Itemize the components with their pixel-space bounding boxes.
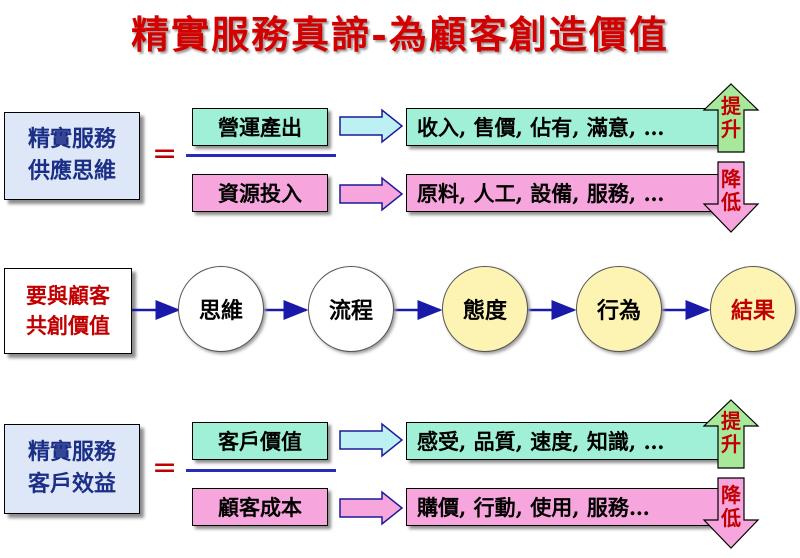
right-arrow-icon	[339, 108, 404, 144]
output-items-list: 收入, 售價, 佔有, 滿意, …	[406, 108, 724, 146]
right-arrow-icon	[339, 422, 404, 458]
right-arrow-icon	[339, 176, 404, 212]
step-attitude: 態度	[442, 266, 528, 352]
value-items-list: 感受, 品質, 速度, 知識, …	[406, 422, 724, 460]
down-arrow-icon	[702, 477, 760, 549]
customer-cost-box: 顧客成本	[192, 488, 328, 526]
increase-label: 提 升	[721, 94, 741, 141]
down-arrow-icon	[702, 161, 760, 233]
input-items-list: 原料, 人工, 設備, 服務, …	[406, 174, 724, 212]
operating-output-box: 營運產出	[192, 108, 328, 146]
decrease-label: 降 低	[721, 167, 741, 214]
increase-label: 提 升	[721, 409, 741, 456]
resource-input-box: 資源投入	[192, 174, 328, 212]
right-arrow-icon	[339, 490, 404, 526]
customer-value-box: 客戶價值	[192, 422, 328, 460]
process-flow-arrows	[132, 300, 711, 320]
lean-service-customer-benefit-box: 精實服務 客戶效益	[4, 424, 140, 514]
cost-items-list: 購價, 行動, 使用, 服務…	[406, 488, 724, 526]
up-arrow-icon	[702, 399, 760, 469]
equals-sign: =	[152, 450, 178, 485]
step-process: 流程	[308, 266, 394, 352]
up-arrow-icon	[702, 83, 760, 153]
page-title: 精實服務真諦-為顧客創造價值	[131, 12, 669, 57]
fraction-divider	[186, 154, 336, 157]
step-result: 結果	[710, 266, 796, 352]
lean-service-supply-thinking-box: 精實服務 供應思維	[4, 112, 140, 200]
step-behavior: 行為	[576, 266, 662, 352]
equals-sign: =	[152, 136, 178, 171]
step-thinking: 思維	[178, 266, 264, 352]
fraction-divider	[186, 469, 336, 472]
decrease-label: 降 低	[721, 483, 741, 530]
co-create-value-box: 要與顧客 共創價值	[4, 268, 132, 354]
